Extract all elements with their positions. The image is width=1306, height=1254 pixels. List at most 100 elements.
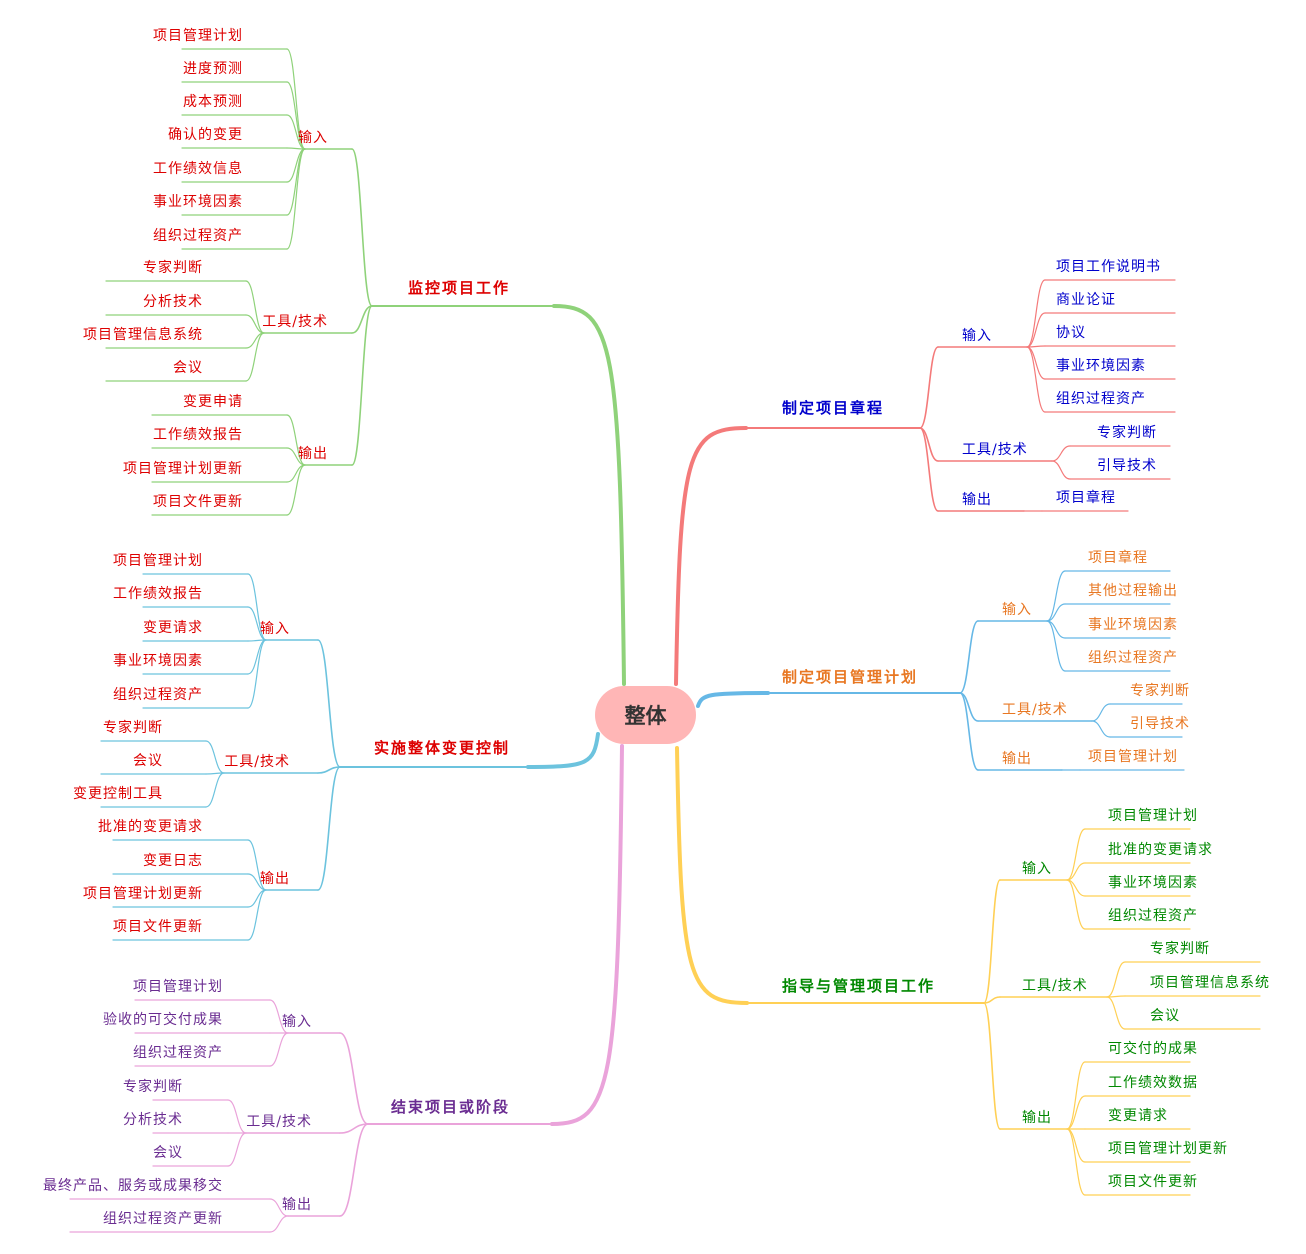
leaf-item[interactable]: 会议	[173, 360, 203, 376]
group-label[interactable]: 工具/技术	[224, 754, 290, 770]
branch-label[interactable]: 结束项目或阶段	[390, 1098, 510, 1116]
leaf-item[interactable]: 工作绩效报告	[113, 586, 203, 602]
leaf-item[interactable]: 专家判断	[1097, 425, 1157, 441]
group-label[interactable]: 输入	[282, 1014, 312, 1030]
leaf-item[interactable]: 会议	[1150, 1008, 1180, 1024]
leaf-item[interactable]: 会议	[153, 1145, 183, 1161]
group-label[interactable]: 输出	[1002, 751, 1032, 767]
leaf-item[interactable]: 引导技术	[1097, 458, 1157, 474]
leaf-item[interactable]: 专家判断	[1130, 683, 1190, 699]
leaf-item[interactable]: 分析技术	[123, 1112, 183, 1128]
group-label[interactable]: 工具/技术	[962, 442, 1028, 458]
leaf-item[interactable]: 引导技术	[1130, 716, 1190, 732]
leaf-item[interactable]: 专家判断	[103, 720, 163, 736]
leaf-item[interactable]: 确认的变更	[168, 127, 243, 143]
leaf-item[interactable]: 组织过程资产	[1108, 908, 1198, 924]
group-label[interactable]: 输出	[260, 871, 290, 887]
leaf-item[interactable]: 变更控制工具	[73, 786, 163, 802]
group-label[interactable]: 工具/技术	[1002, 702, 1068, 718]
leaf-item[interactable]: 商业论证	[1056, 292, 1116, 308]
root-node[interactable]: 整体	[595, 686, 696, 744]
group-label[interactable]: 工具/技术	[246, 1114, 312, 1130]
item-connector	[269, 1215, 289, 1233]
leaf-item[interactable]: 事业环境因素	[1088, 617, 1178, 633]
branch-label[interactable]: 监控项目工作	[407, 279, 510, 297]
leaf-item[interactable]: 项目管理计划	[1088, 749, 1178, 765]
leaf-item[interactable]: 组织过程资产	[153, 228, 243, 244]
item-connector	[247, 889, 267, 941]
leaf-item[interactable]: 项目管理计划更新	[83, 886, 203, 902]
leaf-item[interactable]: 验收的可交付成果	[103, 1012, 223, 1028]
leaf-item[interactable]: 组织过程资产	[113, 687, 203, 703]
leaf-item[interactable]: 项目管理计划更新	[1108, 1141, 1228, 1157]
leaf-item[interactable]: 项目管理计划	[133, 979, 223, 995]
leaf-item[interactable]: 分析技术	[143, 294, 203, 310]
item-connector	[247, 873, 267, 891]
leaf-item[interactable]: 项目章程	[1088, 550, 1148, 566]
leaf-item[interactable]: 事业环境因素	[153, 194, 243, 210]
branch-label[interactable]: 制定项目章程	[782, 399, 885, 417]
item-connector	[269, 1032, 289, 1067]
branch-label[interactable]: 实施整体变更控制	[373, 739, 510, 757]
leaf-item[interactable]: 变更日志	[143, 853, 203, 869]
leaf-item[interactable]: 可交付的成果	[1108, 1041, 1198, 1057]
branch-connector	[552, 304, 626, 686]
leaf-item[interactable]: 项目文件更新	[113, 919, 203, 935]
group-label[interactable]: 输出	[298, 446, 328, 462]
item-connector	[1066, 879, 1086, 930]
group-label[interactable]: 输入	[1022, 861, 1052, 877]
group-label[interactable]: 工具/技术	[1022, 978, 1088, 994]
group-connector	[317, 766, 341, 774]
group-label[interactable]: 输入	[962, 328, 992, 344]
leaf-item[interactable]: 其他过程输出	[1088, 583, 1178, 599]
branch-label[interactable]: 制定项目管理计划	[782, 668, 919, 686]
item-connector	[245, 314, 265, 334]
leaf-item[interactable]: 组织过程资产	[1088, 650, 1178, 666]
leaf-item[interactable]: 专家判断	[1150, 941, 1210, 957]
group-label[interactable]: 输出	[282, 1197, 312, 1213]
group-label[interactable]: 输入	[260, 621, 290, 637]
group-label[interactable]: 输出	[1022, 1110, 1052, 1126]
leaf-item[interactable]: 项目管理信息系统	[83, 327, 203, 343]
leaf-item[interactable]: 组织过程资产更新	[103, 1211, 223, 1227]
branch-connector	[675, 746, 749, 1005]
leaf-item[interactable]: 事业环境因素	[113, 653, 203, 669]
leaf-item[interactable]: 专家判断	[123, 1079, 183, 1095]
leaf-item[interactable]: 组织过程资产	[1056, 391, 1146, 407]
leaf-item[interactable]: 项目文件更新	[153, 494, 243, 510]
leaf-item[interactable]: 变更申请	[183, 394, 243, 410]
group-connector	[351, 305, 373, 334]
item-connector	[245, 280, 265, 334]
leaf-item[interactable]: 批准的变更请求	[98, 819, 203, 835]
branch-connector	[526, 732, 600, 769]
group-label[interactable]: 输入	[298, 130, 328, 146]
leaf-item[interactable]: 协议	[1056, 325, 1086, 341]
leaf-item[interactable]: 工作绩效信息	[153, 161, 243, 177]
leaf-item[interactable]: 工作绩效数据	[1108, 1075, 1198, 1091]
group-connector	[983, 996, 1001, 1004]
leaf-item[interactable]: 事业环境因素	[1108, 875, 1198, 891]
leaf-item[interactable]: 最终产品、服务或成果移交	[43, 1178, 223, 1194]
group-label[interactable]: 输出	[962, 492, 992, 508]
leaf-item[interactable]: 变更请求	[143, 620, 203, 636]
leaf-item[interactable]: 会议	[133, 753, 163, 769]
leaf-item[interactable]: 组织过程资产	[133, 1045, 223, 1061]
leaf-item[interactable]: 专家判断	[143, 260, 203, 276]
leaf-item[interactable]: 项目章程	[1056, 490, 1116, 506]
leaf-item[interactable]: 变更请求	[1108, 1108, 1168, 1124]
leaf-item[interactable]: 项目管理计划	[113, 553, 203, 569]
leaf-item[interactable]: 成本预测	[183, 94, 243, 110]
leaf-item[interactable]: 进度预测	[183, 61, 243, 77]
leaf-item[interactable]: 工作绩效报告	[153, 427, 243, 443]
leaf-item[interactable]: 项目管理计划	[1108, 808, 1198, 824]
leaf-item[interactable]: 项目管理信息系统	[1150, 975, 1270, 991]
leaf-item[interactable]: 项目文件更新	[1108, 1174, 1198, 1190]
leaf-item[interactable]: 批准的变更请求	[1108, 842, 1213, 858]
group-label[interactable]: 工具/技术	[262, 314, 328, 330]
leaf-item[interactable]: 项目工作说明书	[1056, 259, 1161, 275]
group-label[interactable]: 输入	[1002, 602, 1032, 618]
leaf-item[interactable]: 事业环境因素	[1056, 358, 1146, 374]
leaf-item[interactable]: 项目管理计划更新	[123, 461, 243, 477]
leaf-item[interactable]: 项目管理计划	[153, 28, 243, 44]
branch-label[interactable]: 指导与管理项目工作	[782, 977, 936, 995]
